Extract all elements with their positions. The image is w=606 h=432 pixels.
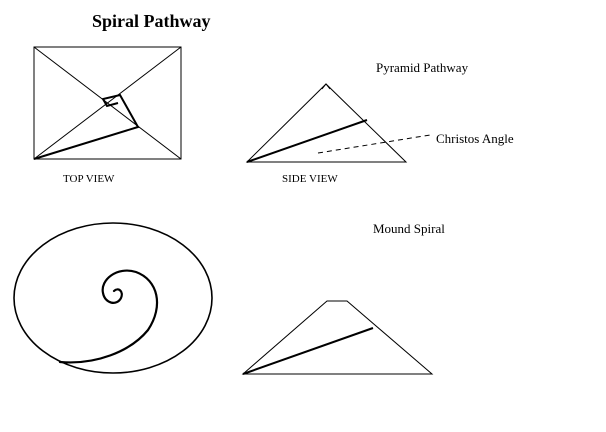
mound-pathway-line <box>242 327 374 375</box>
side-view-figure <box>245 83 431 163</box>
top-view-diagonal-2 <box>33 46 182 160</box>
pyramid-pathway-label: Pyramid Pathway <box>376 60 469 75</box>
top-view-figure <box>33 46 182 160</box>
mound-side-figure <box>241 300 434 375</box>
side-view-triangle <box>245 83 408 163</box>
top-view-spiral-path <box>33 93 140 160</box>
mound-side-outline <box>241 300 434 375</box>
christos-angle-label: Christos Angle <box>436 131 514 146</box>
top-view-base-rect <box>33 46 182 160</box>
apex-mark <box>321 83 331 90</box>
mound-spiral-label: Mound Spiral <box>373 221 445 236</box>
mound-outline <box>13 222 213 374</box>
christos-angle-leader <box>317 134 431 154</box>
mound-spiral-figure <box>13 222 213 374</box>
page-title: Spiral Pathway <box>92 11 211 31</box>
mound-spiral-path <box>58 269 158 364</box>
top-view-label: TOP VIEW <box>63 173 115 185</box>
side-view-label: SIDE VIEW <box>282 173 338 185</box>
pyramid-pathway-line <box>246 119 368 163</box>
